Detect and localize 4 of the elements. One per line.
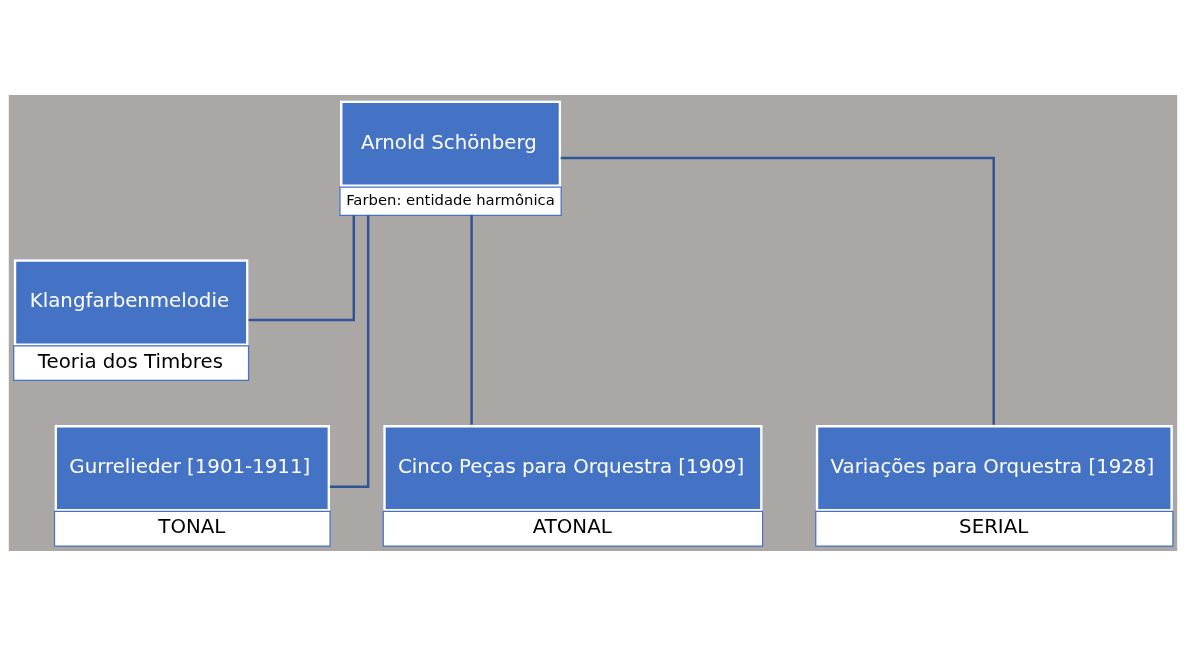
connector xyxy=(329,214,370,488)
connector xyxy=(470,214,473,425)
connector xyxy=(248,214,355,321)
connector xyxy=(560,156,995,425)
